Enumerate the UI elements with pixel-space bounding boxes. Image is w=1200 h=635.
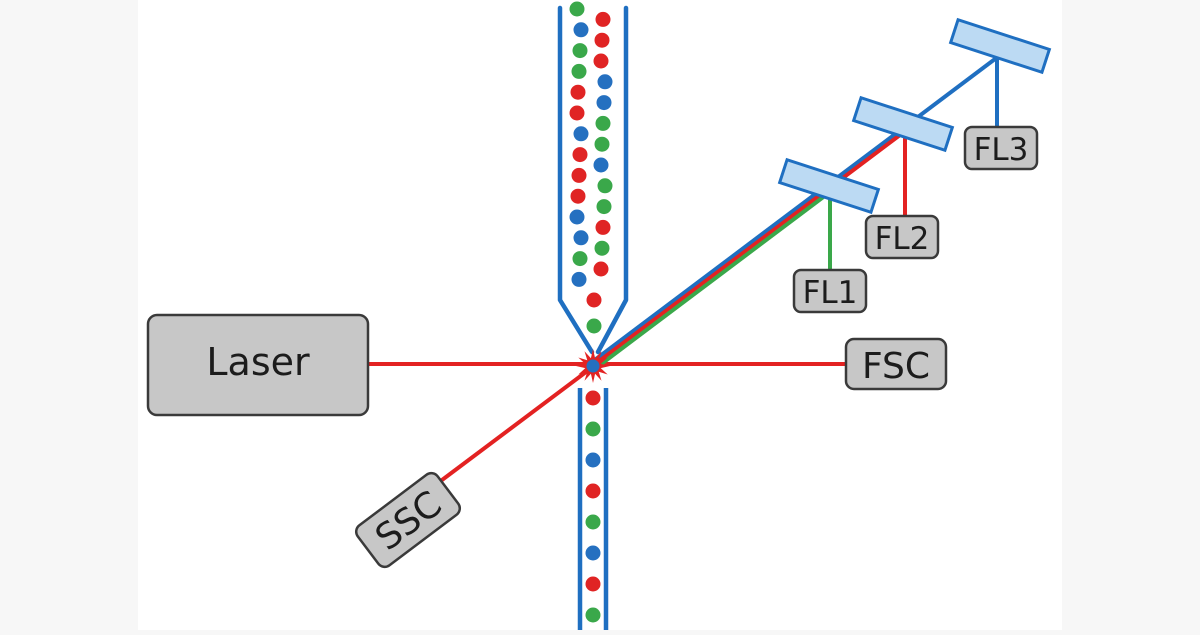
- particle-blue: [573, 230, 589, 246]
- particle-blue: [573, 22, 589, 38]
- particle-green: [572, 251, 588, 267]
- fl2-label: FL2: [875, 221, 930, 257]
- mirrors: [777, 17, 1052, 215]
- fsc-detector: FSC: [844, 337, 948, 391]
- particle-red: [572, 147, 588, 163]
- particle-red: [585, 576, 601, 592]
- mirror-3: [948, 17, 1052, 75]
- fl3-box: [963, 125, 1039, 171]
- particle-red: [585, 390, 601, 406]
- particle-red: [593, 261, 609, 277]
- particle-red: [595, 11, 611, 27]
- particle-red: [570, 188, 586, 204]
- emission-beam-blue: [590, 54, 1001, 364]
- particle-green: [585, 514, 601, 530]
- fsc-label: FSC: [862, 346, 930, 387]
- particle-blue: [571, 271, 587, 287]
- fl2-box: [864, 214, 940, 260]
- particle-blue: [596, 95, 612, 111]
- fl1-detector: FL1: [792, 268, 868, 314]
- particle-red: [569, 105, 585, 121]
- fl1-box: [792, 268, 868, 314]
- particle-green: [595, 115, 611, 131]
- particle-red: [570, 84, 586, 100]
- lower-particles: [585, 390, 601, 623]
- particle-blue: [569, 209, 585, 225]
- upper-tube-left-wall: [557, 5, 595, 355]
- particle-blue: [585, 452, 601, 468]
- laser-label: Laser: [206, 340, 310, 384]
- particle-blue: [593, 157, 609, 173]
- particle-green: [585, 421, 601, 437]
- fl3-detector: FL3: [963, 125, 1039, 171]
- particle-red: [593, 53, 609, 69]
- particle-red: [595, 219, 611, 235]
- particle-green: [594, 240, 610, 256]
- particle-green: [596, 199, 612, 215]
- particle-red: [586, 292, 602, 308]
- particle-green: [571, 63, 587, 79]
- fl2-detector: FL2: [864, 214, 940, 260]
- particle-green: [572, 43, 588, 59]
- lower-tube: [577, 388, 609, 630]
- ssc-box: [354, 471, 462, 569]
- emission-beam-red: [592, 130, 906, 367]
- particle-green: [594, 136, 610, 152]
- particle-red: [594, 32, 610, 48]
- particle-green: [586, 318, 602, 334]
- laser-box-body: [146, 313, 370, 417]
- particle-red: [585, 483, 601, 499]
- fl1-label: FL1: [803, 275, 858, 311]
- particle-red: [571, 167, 587, 183]
- particle-green: [597, 178, 613, 194]
- emission-beam-green: [594, 190, 832, 370]
- upper-tube: [557, 5, 629, 355]
- particle-blue: [597, 74, 613, 90]
- mirror-2: [851, 95, 955, 153]
- laser-box: Laser: [146, 313, 370, 417]
- particle-green: [585, 607, 601, 623]
- particle-blue: [585, 545, 601, 561]
- fl3-label: FL3: [974, 132, 1029, 168]
- beams: [368, 54, 1001, 488]
- mirror-1: [777, 157, 881, 215]
- interrogated-particle: [586, 359, 600, 373]
- upper-particles: [569, 1, 613, 334]
- particle-blue: [573, 126, 589, 142]
- fsc-box: [844, 337, 948, 391]
- ssc-beam: [432, 364, 596, 488]
- particle-green: [569, 1, 585, 17]
- upper-tube-right-wall: [595, 5, 629, 355]
